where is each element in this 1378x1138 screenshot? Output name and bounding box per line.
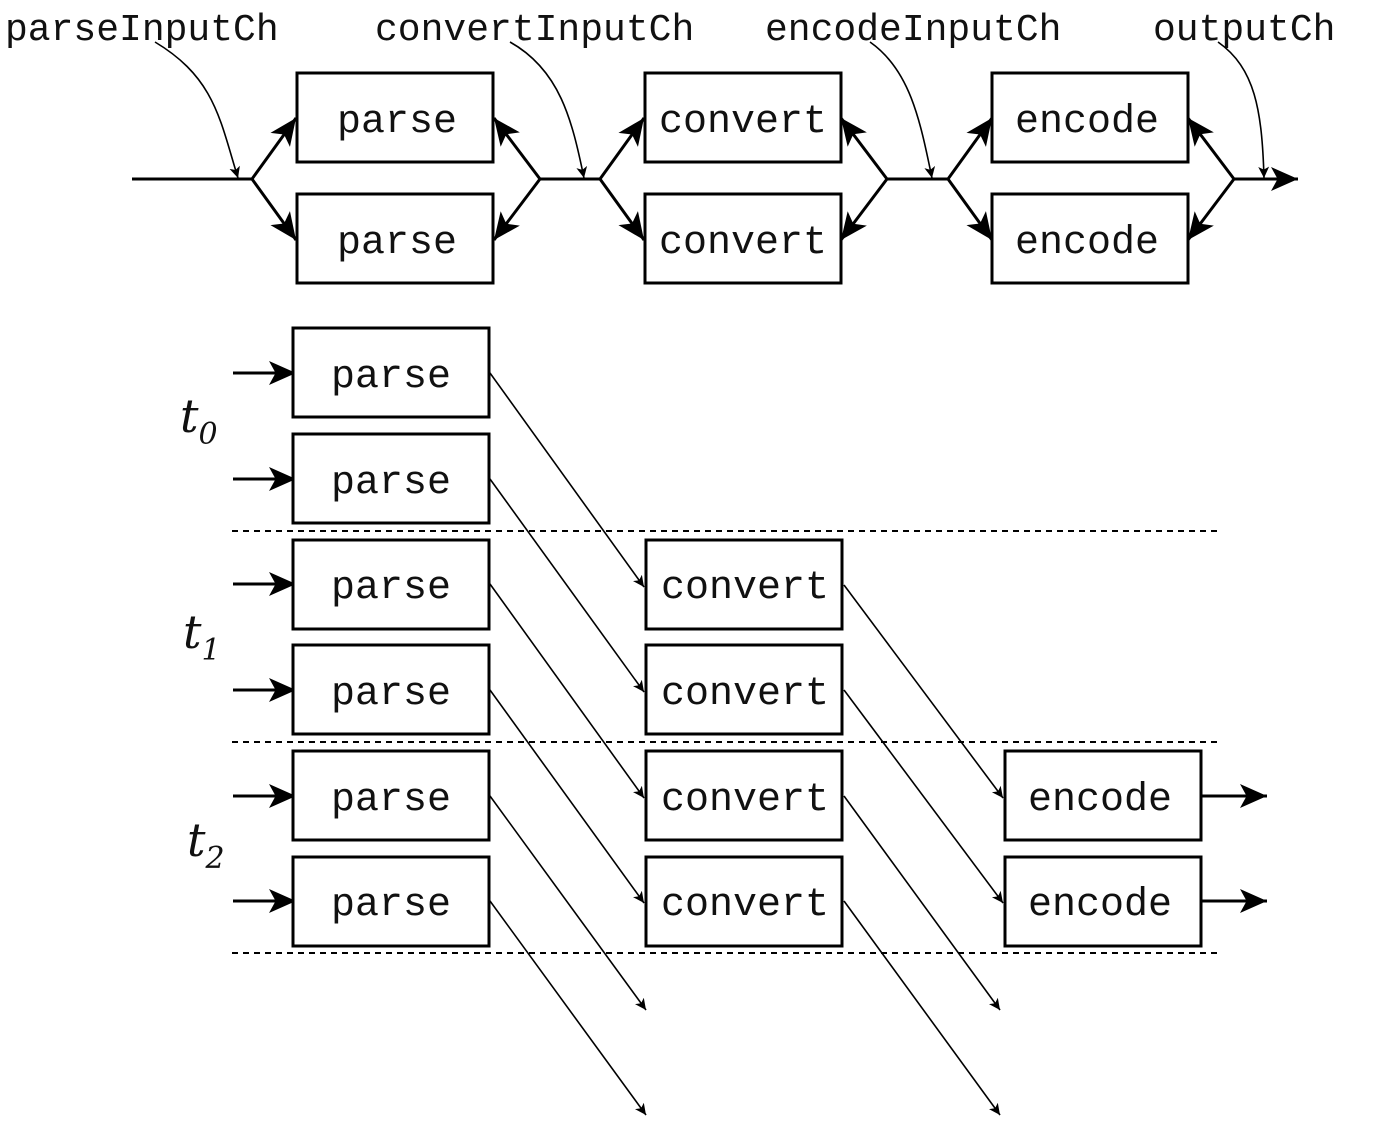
fanout-arrow [598, 117, 646, 180]
timeline-encode-box: encode [1003, 749, 1203, 842]
time-label-t2: t2 [187, 813, 225, 876]
diagonal-arrow [489, 689, 645, 904]
timeline: t0 t1 t2 parse [180, 326, 1267, 1116]
timeline-parse-box: parse [291, 326, 491, 419]
fanout-arrow [250, 117, 298, 180]
top-parse-box: parse [295, 71, 495, 164]
diagonal-arrow [843, 900, 1001, 1116]
stage-label: encode [1028, 778, 1172, 823]
diagonal-arrow [843, 584, 1004, 799]
stage-label: convert [661, 566, 829, 611]
top-encode-box: encode [990, 71, 1190, 164]
timeline-parse-box: parse [291, 432, 491, 525]
fanout-arrow [250, 178, 298, 241]
timeline-convert-box: convert [644, 855, 844, 948]
stage-label: parse [337, 221, 457, 266]
timeline-parse-box: parse [291, 749, 491, 842]
timeline-parse-box: parse [291, 855, 491, 948]
stage-label: encode [1015, 221, 1159, 266]
top-encode-box: encode [990, 192, 1190, 285]
channel-label-parse-input: parseInputCh [5, 9, 279, 52]
leader-output [1217, 41, 1270, 179]
diagonal-arrow [843, 795, 1001, 1011]
channel-label-output: outputCh [1153, 9, 1335, 52]
fanin-arrow [492, 178, 542, 241]
stage-label: encode [1015, 100, 1159, 145]
fanin-arrow [839, 117, 889, 180]
timeline-convert-box: convert [644, 749, 844, 842]
top-convert-box: convert [643, 71, 843, 164]
diagonal-arrow [489, 583, 645, 799]
timeline-parse-box: parse [291, 538, 491, 631]
timeline-parse-box: parse [291, 643, 491, 736]
leader-encode-input [869, 41, 936, 179]
channel-label-encode-input: encodeInputCh [765, 9, 1061, 52]
diagonal-arrow [489, 795, 647, 1011]
stage-label: parse [331, 461, 451, 506]
stage-label: parse [331, 883, 451, 928]
timeline-convert-box: convert [644, 538, 844, 631]
diagonal-arrow [489, 900, 647, 1116]
fanout-arrow [598, 178, 646, 241]
stage-label: convert [661, 778, 829, 823]
stage-label: encode [1028, 883, 1172, 928]
diagonal-arrow [489, 372, 645, 588]
channel-label-convert-input: convertInputCh [375, 9, 694, 52]
fanin-arrow [492, 117, 542, 180]
fanin-arrow [1186, 178, 1236, 241]
diagonal-arrow [489, 478, 645, 693]
time-label-t1: t1 [183, 605, 221, 668]
stage-label: convert [661, 672, 829, 717]
fanout-arrow [946, 178, 994, 241]
stage-label: parse [331, 566, 451, 611]
stage-label: convert [661, 883, 829, 928]
leader-convert-input [509, 41, 588, 179]
top-pipeline: parseInputCh convertInputCh encodeInputC… [5, 9, 1335, 285]
stage-label: parse [331, 355, 451, 400]
timeline-convert-box: convert [644, 643, 844, 736]
fanout-arrow [946, 117, 994, 180]
stage-label: convert [659, 100, 827, 145]
stage-label: convert [659, 221, 827, 266]
leader-parse-input [154, 41, 240, 179]
top-parse-box: parse [295, 192, 495, 285]
stage-label: parse [337, 100, 457, 145]
stage-label: parse [331, 778, 451, 823]
timeline-encode-box: encode [1003, 855, 1203, 948]
top-convert-box: convert [643, 192, 843, 285]
fanin-arrow [1186, 117, 1236, 180]
diagonal-arrow [843, 689, 1004, 904]
fanin-arrow [839, 178, 889, 241]
stage-label: parse [331, 672, 451, 717]
time-label-t0: t0 [180, 389, 218, 452]
